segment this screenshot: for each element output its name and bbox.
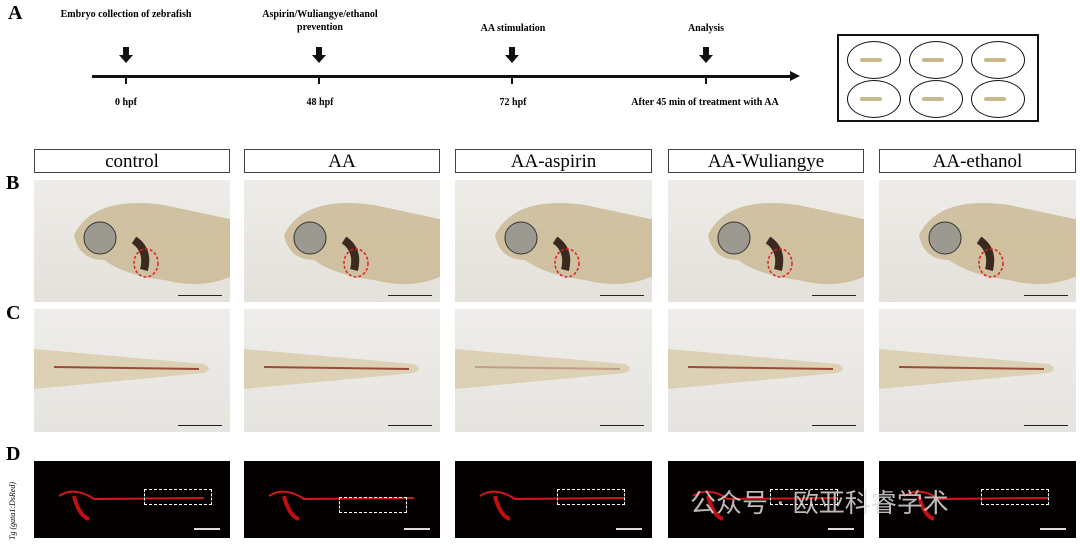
scale-bar — [812, 295, 856, 296]
scale-bar — [600, 295, 644, 296]
scale-bar — [812, 425, 856, 426]
larva-head-drawing — [919, 203, 1076, 284]
arrow-down-icon — [312, 47, 326, 63]
scale-bar — [194, 528, 220, 530]
larva-tail-drawing — [668, 349, 843, 389]
time-label: 0 hpf — [115, 97, 137, 108]
larva-head-drawing — [284, 203, 440, 284]
scale-bar — [388, 425, 432, 426]
column-header-control: control — [34, 149, 230, 173]
well — [909, 41, 963, 79]
time-label: 48 hpf — [306, 97, 334, 108]
larva-tail-drawing — [455, 349, 630, 389]
scale-bar — [404, 528, 430, 530]
red-blood-cell-signal — [692, 490, 839, 521]
scale-bar — [388, 295, 432, 296]
time-label: After 45 min of treatment with AA — [631, 97, 779, 108]
well-plate — [837, 34, 1039, 122]
larva-head-drawing — [74, 203, 230, 284]
arrow-down-icon — [505, 47, 519, 63]
row-d-ylabel: Tg (gata1:DsRed) — [8, 482, 17, 540]
well — [971, 80, 1025, 118]
event-label: Aspirin/Wuliangye/ethanol prevention — [262, 9, 378, 33]
panel-label-a: A — [8, 2, 23, 24]
column-header-aa-wuliangye: AA-Wuliangye — [668, 149, 864, 173]
well — [971, 41, 1025, 79]
head-image — [455, 180, 652, 302]
red-blood-cell-signal — [479, 490, 626, 521]
head-image — [668, 180, 864, 302]
fluorescence-image — [244, 461, 440, 538]
scale-bar — [178, 425, 222, 426]
tail-image — [244, 309, 440, 432]
tick — [511, 75, 513, 84]
fluorescence-image — [455, 461, 652, 538]
head-image — [34, 180, 230, 302]
tail-image — [668, 309, 864, 432]
fluorescence-image — [668, 461, 864, 538]
larva-head-drawing — [708, 203, 864, 284]
scale-bar — [1024, 425, 1068, 426]
well — [847, 80, 901, 118]
scale-bar — [828, 528, 854, 530]
event-label: Analysis — [687, 23, 725, 34]
scale-bar — [178, 295, 222, 296]
column-header-aa-aspirin: AA-aspirin — [455, 149, 652, 173]
larva-tail-drawing — [244, 349, 419, 389]
region-of-interest-box — [339, 497, 407, 513]
region-of-interest-box — [770, 489, 838, 505]
scale-bar — [616, 528, 642, 530]
scale-bar — [1024, 295, 1068, 296]
timeline-arrowhead-icon — [790, 71, 800, 81]
well — [909, 80, 963, 118]
scale-bar — [600, 425, 644, 426]
red-blood-cell-signal — [268, 490, 415, 521]
arrow-down-icon — [699, 47, 713, 63]
panel-label-b: B — [6, 172, 20, 194]
panel-label-c: C — [6, 302, 21, 324]
fluorescence-image — [34, 461, 230, 538]
well — [847, 41, 901, 79]
watermark: 公众号 · 欧亚科睿学术 — [690, 489, 949, 519]
tail-image — [34, 309, 230, 432]
red-blood-cell-signal — [903, 490, 1050, 521]
tick — [705, 75, 707, 84]
larva-tail-drawing — [879, 349, 1054, 389]
red-blood-cell-signal — [58, 490, 205, 521]
head-image — [879, 180, 1076, 302]
larva-tail-drawing — [34, 349, 209, 389]
panel-label-d: D — [6, 443, 21, 465]
head-image — [244, 180, 440, 302]
region-of-interest-box — [144, 489, 212, 505]
arrow-down-icon — [119, 47, 133, 63]
event-label: Embryo collection of zebrafish — [60, 9, 192, 20]
tail-image — [455, 309, 652, 432]
fluorescence-image — [879, 461, 1076, 538]
event-label: AA stimulation — [480, 23, 546, 34]
larva-head-drawing — [495, 203, 652, 284]
tick — [318, 75, 320, 84]
region-of-interest-box — [557, 489, 625, 505]
scale-bar — [1040, 528, 1066, 530]
column-header-aa: AA — [244, 149, 440, 173]
tick — [125, 75, 127, 84]
column-header-aa-ethanol: AA-ethanol — [879, 149, 1076, 173]
tail-image — [879, 309, 1076, 432]
timeline-axis — [92, 75, 792, 78]
region-of-interest-box — [981, 489, 1049, 505]
time-label: 72 hpf — [499, 97, 527, 108]
